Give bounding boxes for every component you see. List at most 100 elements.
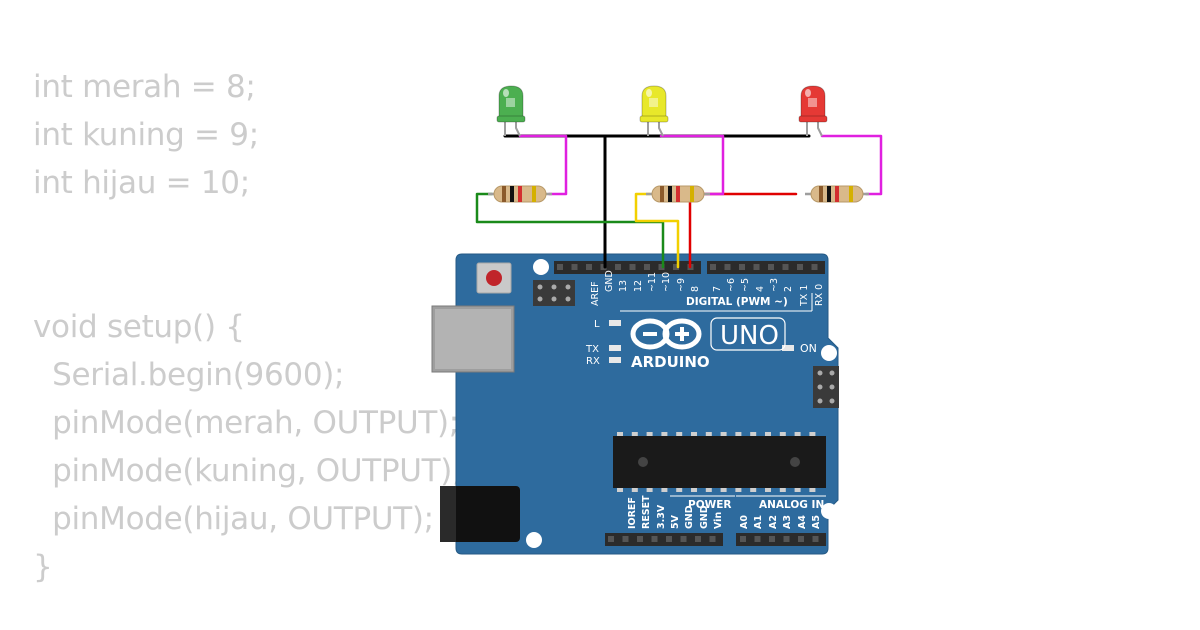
header-pin[interactable] [622,536,629,542]
resistor[interactable] [646,185,710,203]
resistor[interactable] [488,185,552,203]
led-on-label: ON [800,342,817,355]
header-pin-label: ~3 [769,278,780,292]
icsp-header-right [813,366,839,408]
header-pin-label: 4 [755,286,766,292]
header-pin[interactable] [571,264,578,270]
header-pin-label: 13 [618,280,629,292]
analog-pin-label: A3 [782,515,793,529]
header-pin-label: 12 [633,280,644,292]
header-pin[interactable] [637,536,643,542]
header-pin[interactable] [658,264,665,270]
led-l [609,320,621,326]
power-header[interactable] [605,533,723,546]
model-badge [710,317,786,351]
wire-green-pin10[interactable] [475,192,665,269]
mounting-hole [821,503,837,519]
header-pin[interactable] [709,536,716,542]
header-pin[interactable] [769,536,775,542]
mounting-hole [526,532,542,548]
analog-pin-label: A0 [739,515,750,529]
code-line-2: int kuning = 9; [33,117,259,153]
header-pin[interactable] [673,264,679,270]
power-pin-label: 3.3V [656,504,667,529]
mounting-hole [533,259,549,275]
header-pin-label: ~9 [676,278,687,292]
digital-label: DIGITAL (PWM ~) [686,296,788,308]
header-pin-label: ~5 [740,278,751,292]
icsp-header [533,280,575,306]
analog-pin-label: A5 [811,515,822,529]
header-pin[interactable] [768,264,774,270]
wire-magenta-green-anode[interactable] [518,134,568,196]
wire-magenta-yellow-anode[interactable] [659,134,725,196]
header-pin-label: 8 [690,286,701,292]
header-pin-label: ~6 [726,278,737,292]
code-line-3: int hijau = 10; [33,165,250,201]
header-pin[interactable] [740,536,746,542]
header-pin[interactable] [739,264,745,270]
power-label: POWER [688,499,731,511]
microcontroller-chip [613,432,826,492]
header-pin-label: ~11 [647,272,658,292]
header-pin-label: RX 0 [814,284,825,306]
header-pin[interactable] [651,536,658,542]
analog-pin-label: A2 [768,515,779,529]
led-l-label: L [594,319,600,330]
code-line-10: pinMode(hijau, OUTPUT); [33,501,434,537]
code-line-11: } [33,549,53,585]
header-pin-label: GND [604,270,615,292]
header-pin-label: TX 1 [799,285,810,307]
header-pin[interactable] [724,264,731,270]
arduino-logo-icon [630,318,702,350]
analog-label: ANALOG IN [759,499,824,511]
power-pin-label: GND [699,505,710,529]
header-pin[interactable] [754,536,761,542]
code-line-6: void setup() { [33,309,245,345]
header-pin-label: 7 [712,286,723,292]
header-pin[interactable] [644,264,650,270]
wire-yellow-pin9[interactable] [634,192,680,269]
header-pin[interactable] [797,264,803,270]
resistor[interactable] [805,185,869,203]
header-pin[interactable] [783,536,790,542]
code-line-7: Serial.begin(9600); [33,357,345,393]
header-pin[interactable] [629,264,636,270]
yellow-led[interactable] [639,85,669,137]
header-pin[interactable] [782,264,789,270]
brand-label: ARDUINO [631,353,710,371]
led-on [782,345,794,351]
analog-pin-label: A1 [753,515,764,529]
reset-button[interactable] [476,262,512,294]
led-rx-label: RX [586,356,600,367]
header-pin[interactable] [811,264,818,270]
header-pin[interactable] [798,536,804,542]
wire-magenta-red-anode[interactable] [820,134,883,196]
led-tx [609,345,621,351]
header-pin[interactable] [608,536,614,542]
power-pin-label: RESET [641,495,652,529]
header-pin-label: AREF [590,281,601,306]
header-pin[interactable] [812,536,819,542]
header-pin[interactable] [680,536,687,542]
code-line-9: pinMode(kuning, OUTPUT); [33,453,463,489]
header-pin[interactable] [695,536,701,542]
power-pin-label: IOREF [627,497,638,529]
header-pin[interactable] [753,264,760,270]
header-pin[interactable] [586,264,592,270]
mounting-hole [821,345,837,361]
led-rx [609,357,621,363]
header-pin[interactable] [557,264,563,270]
power-pin-label: Vin [713,512,724,529]
red-led[interactable] [798,85,828,137]
header-pin[interactable] [710,264,716,270]
header-pin[interactable] [666,536,672,542]
led-tx-label: TX [585,344,599,355]
header-pin[interactable] [615,264,621,270]
power-pin-label: GND [684,505,695,529]
green-led[interactable] [496,85,526,137]
usb-connector [431,305,515,373]
